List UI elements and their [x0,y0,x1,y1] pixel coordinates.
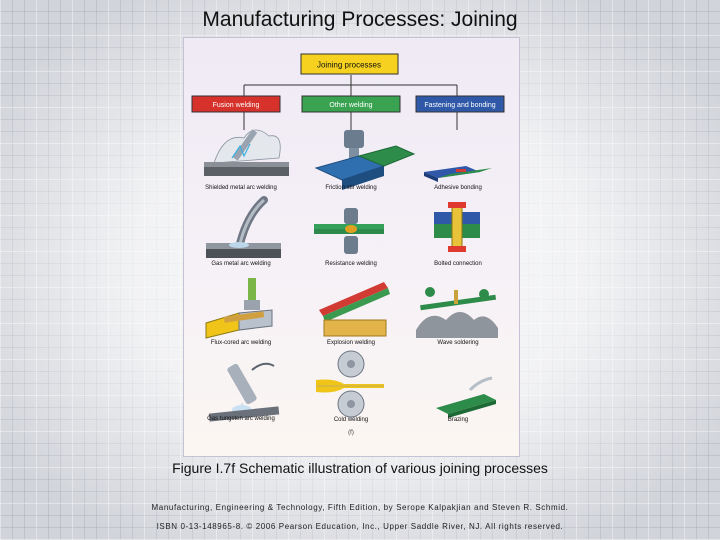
category-label: Other welding [329,102,372,109]
credit-line-2: ISBN 0-13-148965-8. © 2006 Pearson Educa… [156,522,564,531]
panel-label: (f) [348,430,354,436]
gas-tungsten-arc-welding-illustration: Gas tungsten arc welding [207,362,280,422]
category-other-welding: Other welding [301,95,401,113]
root-label: Joining processes [317,61,381,70]
adhesive-bonding-illustration: Adhesive bonding [424,166,492,191]
category-fastening-bonding: Fastening and bonding [415,95,505,113]
process-label: Explosion welding [327,340,375,346]
process-label: Shielded metal arc welding [205,185,277,191]
bolted-connection-illustration: Bolted connection [434,202,482,267]
friction-stir-welding-illustration: Friction stir welding [314,130,416,191]
shielded-metal-arc-welding-illustration: Shielded metal arc welding [204,129,289,191]
process-label: Bolted connection [434,261,482,267]
category-label: Fastening and bonding [424,102,495,109]
process-label: Wave soldering [437,340,478,346]
cold-welding-illustration: Cold welding [316,350,384,423]
process-label: Gas tungsten arc welding [207,416,275,422]
joining-diagram: Joining processes Fusion welding Other w… [183,37,520,457]
process-label: Gas metal arc welding [211,261,270,267]
wave-soldering-illustration: Wave soldering [416,287,498,346]
figure-caption: Figure I.7f Schematic illustration of va… [172,460,548,476]
credit-line-1: Manufacturing, Engineering & Technology,… [151,503,569,512]
root-box: Joining processes [300,53,399,75]
process-label: Adhesive bonding [434,185,482,191]
category-label: Fusion welding [213,102,260,109]
process-label: Cold welding [334,417,368,423]
process-label: Brazing [448,417,468,423]
gas-metal-arc-welding-illustration: Gas metal arc welding [206,196,281,267]
diagram-svg: Joining processes Fusion welding Other w… [191,53,505,436]
resistance-welding-illustration: Resistance welding [314,208,384,267]
flux-cored-arc-welding-illustration: Flux-cored arc welding [205,278,273,346]
slide-title: Manufacturing Processes: Joining [202,8,518,31]
explosion-welding-illustration: Explosion welding [319,282,390,346]
category-fusion-welding: Fusion welding [191,95,281,113]
process-label: Flux-cored arc welding [211,340,271,346]
process-label: Resistance welding [325,261,377,267]
connector-lines [243,75,458,130]
process-label: Friction stir welding [325,185,376,191]
brazing-illustration: Brazing [436,376,496,423]
